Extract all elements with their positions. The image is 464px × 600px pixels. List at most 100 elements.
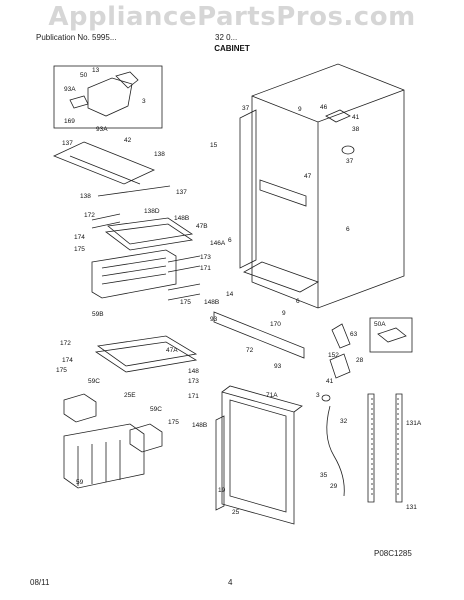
control-46 — [325, 109, 351, 123]
callout-label: 138 — [154, 151, 165, 158]
door-inner-panel — [229, 399, 287, 513]
callout-label: 59 — [76, 479, 84, 486]
cabinet-side-rail — [239, 109, 257, 269]
toe-grille-72 — [213, 311, 305, 359]
footer-page: 4 — [228, 578, 233, 587]
inset-50a — [369, 317, 413, 353]
callout-label: 148B — [174, 215, 189, 222]
light-assembly-inset — [53, 65, 163, 129]
callout-label: 137 — [176, 189, 187, 196]
bin-59c-right — [129, 423, 163, 453]
callout-label: 50 — [80, 72, 88, 79]
shelf-support-47 — [259, 179, 307, 207]
callout-label: 131 — [406, 504, 417, 511]
seal-texture — [371, 398, 399, 498]
callout-label: 72 — [246, 347, 254, 354]
callout-label: 6 — [228, 237, 232, 244]
callout-label: 152 — [328, 352, 339, 359]
callout-label: 14 — [226, 291, 234, 298]
light-fan — [115, 71, 139, 89]
callout-label: 173 — [188, 378, 199, 385]
callout-label: 172 — [60, 340, 71, 347]
callout-label: 15 — [210, 142, 218, 149]
callout-label: 25 — [232, 509, 240, 516]
callout-label: 13 — [92, 67, 100, 74]
callout-label: 47A — [166, 347, 178, 354]
callout-label: 46 — [320, 104, 328, 111]
callout-label: 47 — [304, 173, 312, 180]
callout-label: 50A — [374, 321, 386, 328]
freezer-basket-59 — [63, 423, 145, 489]
callout-label: 146A — [210, 240, 226, 247]
door-panel-25 — [221, 391, 295, 525]
callout-label: 59B — [92, 311, 104, 318]
callout-label: 171 — [188, 393, 199, 400]
callout-label: 169 — [64, 118, 75, 125]
callout-label: 6 — [296, 298, 300, 305]
shelf-trim — [69, 155, 141, 185]
bin-59c-left — [63, 393, 97, 423]
footer-date: 08/11 — [30, 578, 50, 587]
fitting-3 — [321, 394, 331, 402]
callout-label: 63 — [350, 331, 358, 338]
callout-label: 9 — [298, 106, 302, 113]
callout-label: 174 — [74, 234, 85, 241]
callout-label: 173 — [200, 254, 211, 261]
slide-left-174 — [91, 213, 121, 229]
callout-label: 138 — [80, 193, 91, 200]
callout-label: 170 — [270, 321, 281, 328]
bracket-37 — [341, 145, 355, 155]
callout-label: 175 — [180, 299, 191, 306]
crisper-drawer-59b — [91, 249, 177, 299]
door-gasket-19 — [215, 415, 225, 511]
callout-label: 42 — [124, 137, 132, 144]
callout-label: 172 — [84, 212, 95, 219]
shelf-glass-42 — [52, 141, 156, 185]
callout-label: 59C — [88, 378, 100, 385]
callout-label: 71A — [266, 392, 278, 399]
callout-label: 148 — [188, 368, 199, 375]
callout-label: 47B — [196, 223, 208, 230]
watermark: AppliancePartsPros.com — [48, 2, 416, 32]
callout-label: 37 — [242, 105, 250, 112]
basket-wires — [77, 440, 121, 486]
callout-label: 175 — [56, 367, 67, 374]
seal-131 — [395, 393, 403, 503]
light-socket — [69, 95, 89, 109]
light-housing — [87, 77, 133, 117]
crisper-cover-47a-frame — [94, 341, 198, 373]
hinge-63 — [331, 323, 351, 349]
publication-header: Publication No. 5995... — [36, 33, 117, 42]
callout-label: 174 — [62, 357, 73, 364]
crisper-cover-47a — [96, 335, 198, 367]
callout-label: 9 — [282, 310, 286, 317]
callout-label: 131A — [406, 420, 422, 427]
figure-id: P08C1285 — [374, 549, 412, 558]
callout-label: 59C — [150, 406, 162, 413]
door-top-71a — [221, 385, 303, 413]
callout-label: 148B — [204, 299, 219, 306]
cabinet-liner — [251, 63, 405, 309]
hinge-part — [377, 327, 407, 343]
callout-label: 41 — [352, 114, 360, 121]
callout-label: 25E — [124, 392, 136, 399]
crisper-cover-frame — [104, 223, 194, 251]
callout-label: 93 — [210, 316, 218, 323]
hinge-152 — [329, 353, 351, 379]
crisper-cover-47b — [107, 217, 194, 245]
callout-label: 3 — [316, 392, 320, 399]
seal-131a — [367, 393, 375, 503]
callout-label: 38 — [352, 126, 360, 133]
callout-label: 41 — [326, 378, 334, 385]
callout-label: 6 — [346, 226, 350, 233]
callout-label: 138D — [144, 208, 160, 215]
callout-label: 175 — [74, 246, 85, 253]
callout-label: 137 — [62, 140, 73, 147]
water-tube-29 — [326, 405, 345, 497]
callout-label: 28 — [356, 357, 364, 364]
callout-label: 19 — [218, 487, 226, 494]
callout-label: 37 — [346, 158, 354, 165]
callout-label: 148B — [192, 422, 207, 429]
cabinet-floor — [243, 261, 319, 293]
